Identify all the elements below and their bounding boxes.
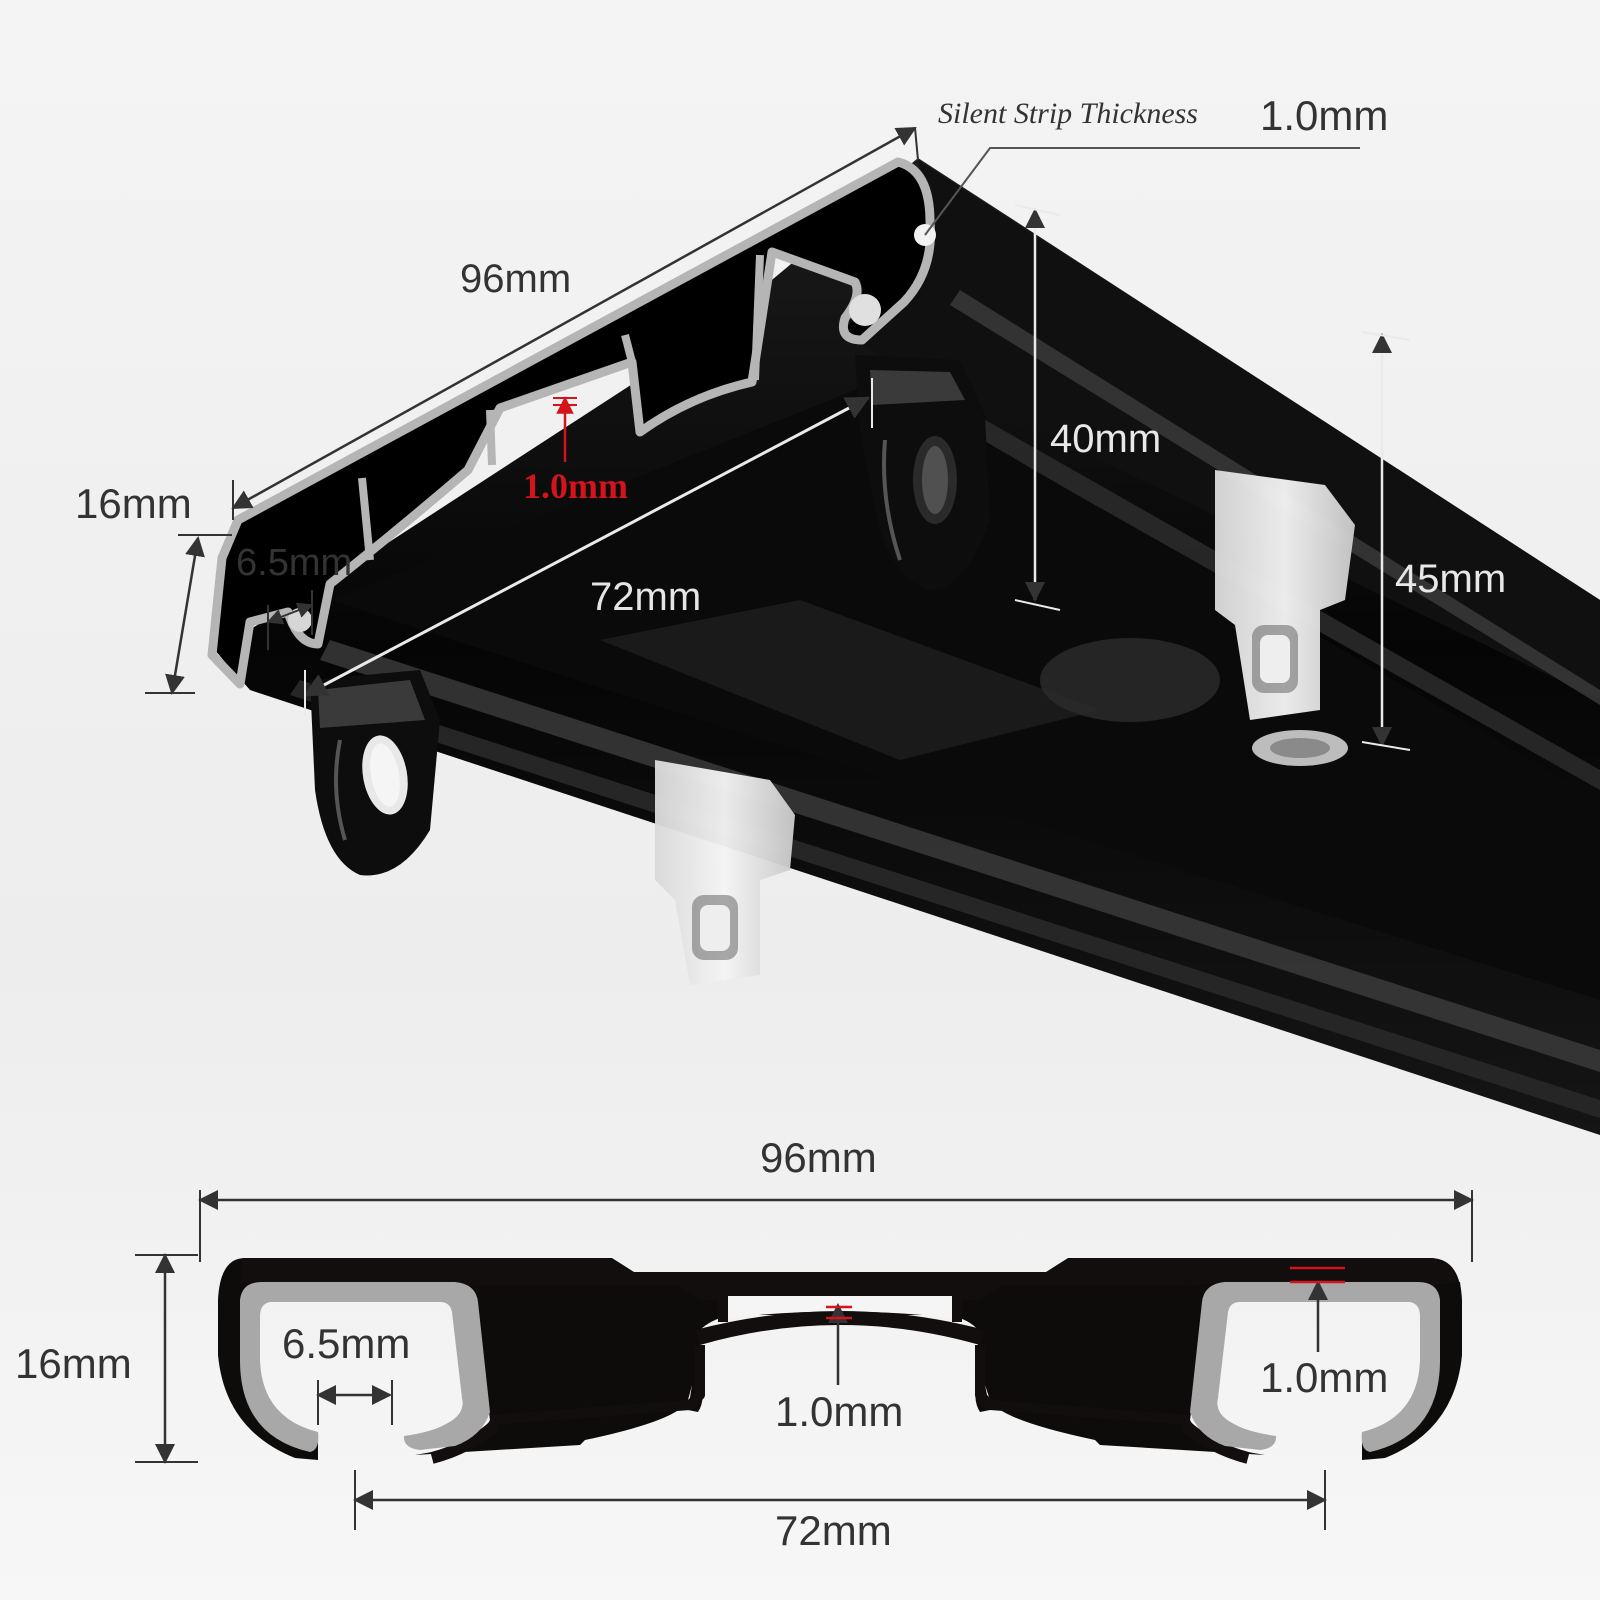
label-right-thickness: 1.0mm: [1260, 1354, 1388, 1401]
dim-tick: [1014, 599, 1061, 611]
center-web-left: [718, 1272, 728, 1322]
screw-slot: [1270, 738, 1330, 758]
screw-hole-shadow: [1040, 638, 1220, 722]
dim-tick: [1014, 204, 1061, 216]
lower-lip-left: [430, 1420, 500, 1464]
label-inner-72-top: 72mm: [590, 575, 701, 619]
dim-tick: [1361, 331, 1411, 341]
cross-section-view: 96mm 16mm 6.5mm 1.0mm: [15, 1134, 1474, 1554]
label-height-16-top: 16mm: [75, 480, 192, 527]
label-inner-72: 72mm: [775, 1507, 892, 1554]
label-center-thickness: 1.0mm: [775, 1388, 903, 1435]
label-width-96: 96mm: [760, 1134, 877, 1181]
web: [486, 409, 496, 466]
runner-left: [655, 760, 795, 985]
center-web-right: [952, 1272, 962, 1322]
dim-line-16: [165, 536, 205, 695]
lower-web-right: [975, 1345, 1191, 1425]
lower-web-left: [489, 1345, 705, 1425]
runner-right: [1215, 470, 1355, 720]
profile-top-bar: [240, 1258, 1462, 1300]
dim-tick: [1361, 741, 1411, 751]
silent-strip-dot: [288, 608, 312, 632]
label-depth-45: 45mm: [1395, 557, 1506, 601]
silent-strip-left: [240, 1282, 490, 1452]
rail-3d-view: 96mm 16mm 6.5mm 72mm 40mm 45mm 1.0mm Sil…: [75, 92, 1600, 1135]
center-arch: [695, 1311, 985, 1345]
label-height-16: 16mm: [15, 1340, 132, 1387]
rail-highlight: [290, 680, 1600, 1118]
silent-strip-dot: [849, 294, 881, 326]
silent-strip-right: [1190, 1282, 1440, 1452]
label-gap-6-5: 6.5mm: [282, 1320, 410, 1367]
web: [751, 254, 764, 381]
rail-upper-face: [860, 160, 1600, 700]
label-depth-40: 40mm: [1050, 417, 1161, 461]
label-silent-strip-value: 1.0mm: [1260, 92, 1388, 139]
silent-strip-leader: [924, 147, 1360, 236]
rail-highlight: [320, 640, 1600, 1072]
label-width-96-top: 96mm: [460, 257, 571, 301]
label-wall-thickness-top: 1.0mm: [523, 466, 628, 506]
profile-outer: [218, 1258, 1462, 1460]
lower-lip-right: [1180, 1420, 1250, 1464]
dim-tick: [914, 127, 919, 161]
label-silent-strip: Silent Strip Thickness: [938, 97, 1198, 130]
label-gap-6-5-top: 6.5mm: [236, 542, 352, 584]
dim-line-72: [302, 396, 871, 697]
